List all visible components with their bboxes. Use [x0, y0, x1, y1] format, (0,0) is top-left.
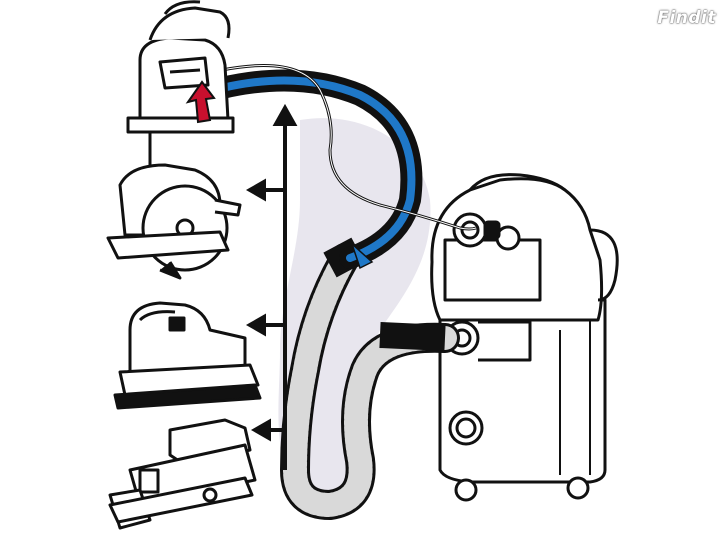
hose-bubble-background [278, 118, 431, 501]
circular-saw-icon [106, 163, 242, 280]
wet-dry-vacuum-icon [430, 173, 619, 502]
jigsaw-icon [126, 0, 235, 165]
extraction-hose-blue [211, 69, 423, 270]
belt-sander-icon [108, 418, 257, 530]
orbital-sander-icon [113, 301, 262, 410]
vacuum-hose [279, 237, 460, 521]
power-switch-arrow-icon [185, 80, 216, 124]
airflow-arrow-icon [350, 241, 374, 270]
findit-watermark: Findit [657, 8, 716, 28]
distribution-arrow-icon [245, 103, 298, 470]
